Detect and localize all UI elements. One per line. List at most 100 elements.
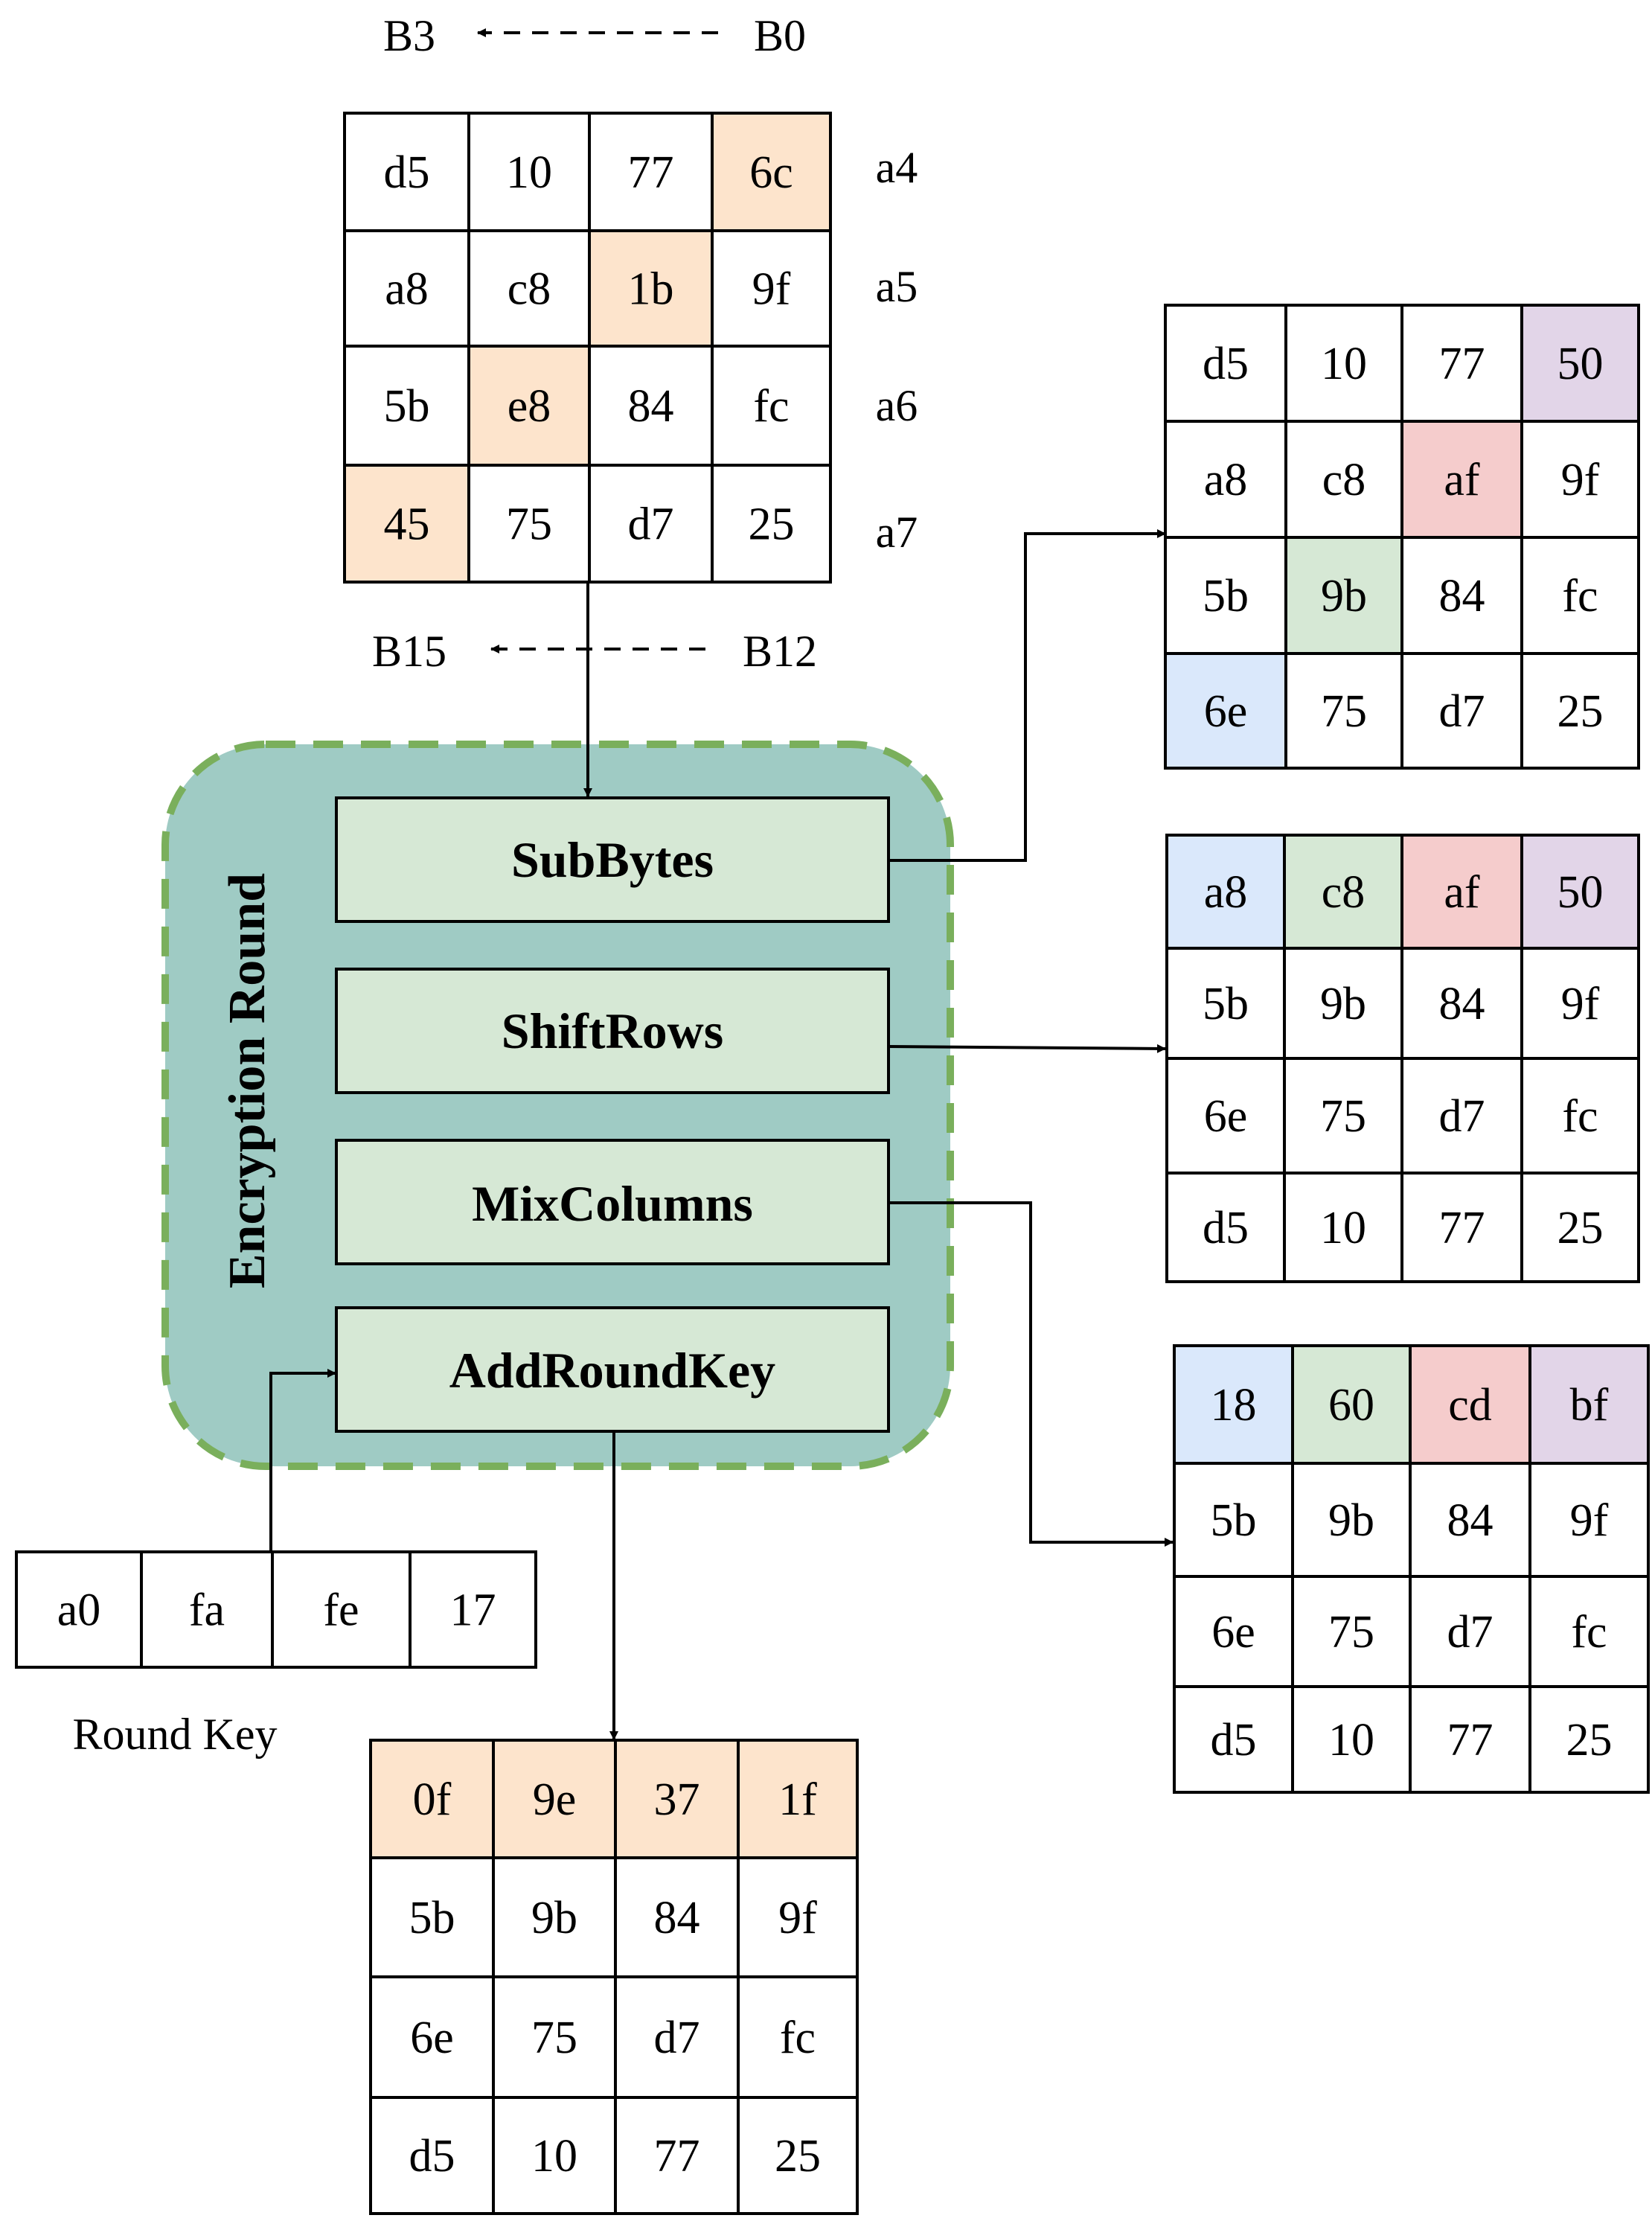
round-key-cell-text-3: 17 [450,1585,496,1636]
shiftrows-state-cell-text-2-0: 6e [1204,1091,1248,1142]
shiftrows-state-cell-text-1-3: 9f [1561,979,1600,1029]
input-state-cell-0-3 [711,112,832,232]
shiftrows-state-cell-3-3 [1520,1172,1640,1283]
shiftrows-state-cell-2-1 [1283,1057,1403,1175]
input-label-top-left: B3 [383,11,435,60]
input-state-cell-text-1-3: 9f [752,264,791,315]
subbytes-state-cell-2-0 [1164,536,1287,655]
input-label-bottom-right: B12 [743,627,817,676]
output-state-cell-text-3-1: 10 [531,2131,577,2182]
input-state-cell-text-2-2: 84 [628,381,674,432]
shiftrows-state-cell-text-3-3: 25 [1557,1203,1604,1253]
shiftrows-state-cell-2-2 [1400,1057,1523,1175]
output-state-cell-text-2-0: 6e [410,2013,454,2063]
input-state-cell-text-3-2: d7 [628,499,674,550]
subbytes-state-cell-3-1 [1284,652,1403,770]
mixcolumns-state-cell-0-2 [1409,1344,1531,1465]
output-state-cell-text-1-2: 84 [654,1893,700,1943]
shiftrows-state-cell-0-0 [1165,834,1286,950]
output-state-cell-1-0 [369,1856,495,1978]
subbytes-state-cell-1-3 [1520,420,1640,539]
output-state-cell-3-0 [369,2096,495,2215]
round-key-cell-2 [271,1550,412,1669]
output-state-cell-2-3 [737,1975,859,2099]
output-state-cell-text-0-2: 37 [654,1774,700,1825]
input-label-bottom-left: B15 [372,627,446,676]
shiftrows-state-cell-2-3 [1520,1057,1640,1175]
subbytes-state-cell-text-3-3: 25 [1557,686,1604,737]
shiftrows-state-cell-text-0-0: a8 [1204,867,1248,918]
subbytes-state-cell-text-1-2: af [1444,455,1480,505]
output-state-cell-2-2 [614,1975,740,2099]
input-state-cell-text-3-1: 75 [506,499,552,550]
input-label-top-right: B0 [754,11,806,60]
subbytes-state-cell-text-3-1: 75 [1321,686,1367,737]
row-label-a4: a4 [876,143,918,192]
row-label-a7: a7 [876,508,918,557]
subbytes-state-cell-text-3-2: d7 [1439,686,1485,737]
output-state-cell-text-2-1: 75 [531,2013,577,2063]
mixcolumns-state-cell-1-2 [1409,1462,1531,1578]
row-label-a5: a5 [876,262,918,311]
mixcolumns-state-cell-text-1-3: 9f [1570,1495,1609,1546]
input-state-cell-text-0-0: d5 [384,147,430,198]
shiftrows-state-cell-text-2-2: d7 [1439,1091,1485,1142]
input-state-cell-text-2-3: fc [753,381,789,432]
mixcolumns-state-cell-0-1 [1291,1344,1412,1465]
arrow-subbytes-to-state [889,529,1166,862]
subbytes-state-cell-3-3 [1520,652,1640,770]
mixcolumns-state-cell-text-3-1: 10 [1328,1715,1374,1765]
shiftrows-state-cell-0-3 [1520,834,1640,950]
input-state-cell-text-0-3: 6c [749,147,793,198]
output-state-cell-3-3 [737,2096,859,2215]
subbytes-state-cell-text-1-1: c8 [1322,455,1366,505]
subbytes-state-cell-2-2 [1400,536,1523,655]
input-state-cell-1-3 [711,229,832,348]
subbytes-state-cell-text-3-0: 6e [1204,686,1248,737]
mixcolumns-state-cell-2-2 [1409,1575,1531,1688]
mixcolumns-state-cell-text-1-2: 84 [1447,1495,1493,1546]
encryption-round-box [161,741,954,1470]
arrow-mixcolumns-to-state [889,1201,1174,1547]
subbytes-state-cell-text-0-1: 10 [1321,339,1367,389]
shiftrows-state-cell-text-3-1: 10 [1320,1203,1366,1253]
mixcolumns-state-cell-2-3 [1528,1575,1650,1688]
subbytes-state-cell-text-2-0: 5b [1203,571,1249,621]
input-state-cell-text-1-0: a8 [385,264,429,315]
round-key-cell-text-1: fa [189,1585,225,1636]
output-state-cell-1-3 [737,1856,859,1978]
step-shiftrows: ShiftRows [335,968,890,1094]
input-state-cell-3-1 [467,464,591,584]
mixcolumns-state-cell-1-1 [1291,1462,1412,1578]
subbytes-state-cell-3-2 [1400,652,1523,770]
step-mixcolumns: MixColumns [335,1139,890,1265]
output-state-cell-2-0 [369,1975,495,2099]
shiftrows-state-cell-text-1-0: 5b [1203,979,1249,1029]
mixcolumns-state-cell-0-3 [1528,1344,1650,1465]
mixcolumns-state-cell-1-0 [1173,1462,1294,1578]
subbytes-state-cell-text-1-3: 9f [1561,455,1600,505]
shiftrows-state-cell-0-1 [1283,834,1403,950]
mixcolumns-state-cell-3-2 [1409,1685,1531,1794]
mixcolumns-state-cell-text-1-0: 5b [1211,1495,1257,1546]
mixcolumns-state-cell-text-2-3: fc [1571,1607,1607,1658]
step-subbytes-label: SubBytes [511,831,714,888]
input-state-cell-1-2 [588,229,714,348]
shiftrows-state-cell-text-1-2: 84 [1439,979,1485,1029]
shiftrows-state-cell-text-3-2: 77 [1439,1203,1485,1253]
subbytes-state-cell-0-1 [1284,304,1403,423]
mixcolumns-state-cell-text-2-2: d7 [1447,1607,1493,1658]
subbytes-state-cell-0-3 [1520,304,1640,423]
input-state-cell-text-2-0: 5b [384,381,430,432]
shiftrows-state-cell-1-3 [1520,947,1640,1060]
round-key-cell-3 [409,1550,537,1669]
input-state-cell-text-0-2: 77 [628,147,674,198]
mixcolumns-state-cell-text-1-1: 9b [1328,1495,1374,1546]
mixcolumns-state-cell-3-1 [1291,1685,1412,1794]
arrow-roundkey-to-addroundkey [269,1369,336,1551]
